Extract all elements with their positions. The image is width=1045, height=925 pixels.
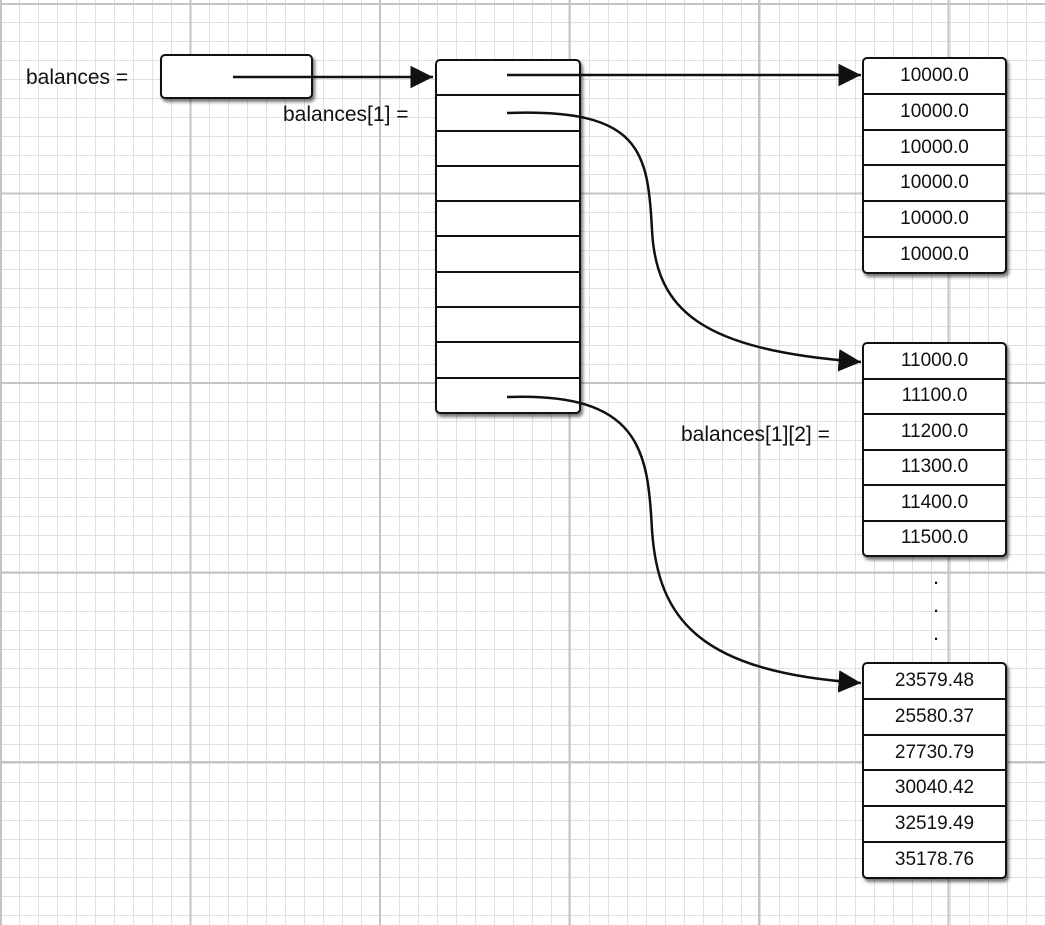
pointer-array-slot xyxy=(437,202,579,238)
pointer-array-slot xyxy=(437,132,579,167)
array-cell: 25580.37 xyxy=(864,700,1005,736)
array-cell: 35178.76 xyxy=(894,849,975,871)
pointer-array-slot xyxy=(437,273,579,309)
array-cell: 10000.0 xyxy=(864,202,1005,239)
arrow-row9 xyxy=(506,395,862,693)
array-cell: 10000.0 xyxy=(900,244,969,266)
ellipsis-dot: . xyxy=(932,564,940,589)
pointer-array-slot xyxy=(437,343,579,379)
array-cell: 11500.0 xyxy=(900,527,969,549)
array-cell: 30040.42 xyxy=(864,771,1005,808)
array-cell: 27730.79 xyxy=(864,736,1005,772)
ellipsis-dot: . xyxy=(932,620,940,645)
ellipsis-dot: . xyxy=(932,592,940,617)
array-cell: 10000.0 xyxy=(864,131,1005,167)
pointer-array-slot xyxy=(437,96,579,132)
balances-row-label: balances[1] = xyxy=(283,103,409,126)
array-cell: 10000.0 xyxy=(864,166,1005,203)
balances-cell-label: balances[1][2] = xyxy=(681,423,830,446)
pointer-array-slot xyxy=(437,308,579,344)
pointer-array-slot xyxy=(437,61,579,97)
array-cell: 11400.0 xyxy=(864,486,1005,522)
array-cell: 11100.0 xyxy=(864,380,1005,415)
pointer-array-slot xyxy=(437,237,579,273)
array-cell: 32519.49 xyxy=(864,807,1005,844)
balances-label: balances = xyxy=(26,66,129,89)
pointer-array xyxy=(435,59,581,414)
array-cell: 11300.0 xyxy=(864,451,1005,486)
pointer-array-slot xyxy=(437,167,579,203)
arrow-row1 xyxy=(506,111,862,372)
array-cell: 11200.0 xyxy=(864,415,1005,451)
array-cell: 10000.0 xyxy=(864,95,1005,131)
array-cell: 11000.0 xyxy=(864,344,1005,380)
array-cell: 23579.48 xyxy=(864,664,1005,700)
array-cell: 10000.0 xyxy=(864,59,1005,95)
